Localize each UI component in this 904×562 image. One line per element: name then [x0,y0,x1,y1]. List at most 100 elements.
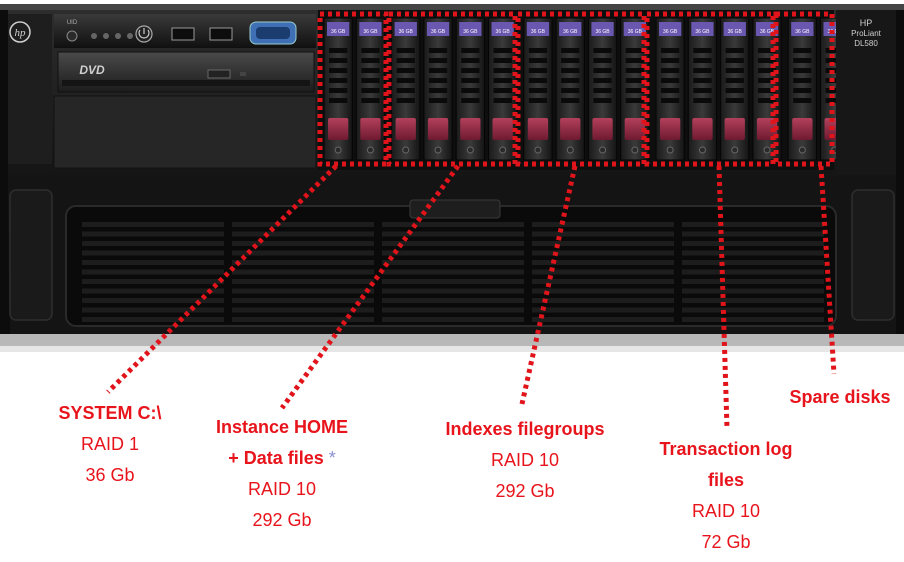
vent-slot [682,307,824,313]
drive-bay[interactable]: 36 GB [455,17,486,161]
vent-slot [382,307,524,313]
dvd-eject-button[interactable] [207,69,231,79]
vent-slot [82,269,224,275]
drive-bay[interactable]: 36 GB [523,17,553,161]
vent-slot [682,250,824,256]
drive-release-handle[interactable] [427,118,449,140]
drive-vent-slot [461,98,480,103]
drive-bay[interactable]: 36 GB [355,17,386,161]
drive-vent-slot [825,48,844,53]
drive-capacity-text: 36 GB [795,29,810,35]
usb-port-2-icon[interactable] [209,27,233,41]
drive-bay[interactable]: 36 GB [687,17,718,161]
vent-slot [682,298,824,303]
drive-vent-slot [528,48,548,53]
drive-bay[interactable]: 36 GB [423,17,453,161]
drive-release-handle[interactable] [692,118,713,140]
dvd-led [240,72,246,76]
label-indexes-raid: RAID 10 [490,450,560,470]
right-handle[interactable] [851,189,895,321]
left-handle[interactable] [9,189,53,321]
usb-port-1-icon[interactable] [171,27,195,41]
label-translog-title-1: Transaction log [659,439,793,459]
vent-slot [232,222,374,227]
drive-vent-slot [396,48,415,53]
bezel-latch[interactable] [409,199,501,219]
drive-release-handle[interactable] [560,118,581,140]
drive-release-handle[interactable] [592,118,613,140]
drive-capacity-text: 36 GB [331,29,346,35]
drive-bay[interactable]: 36 GB [655,17,685,161]
drive-vent-slot [361,98,380,103]
vent-slot [682,222,824,227]
label-system-raid: RAID 1 [80,434,140,454]
drive-capacity-label [623,22,646,36]
drive-release-handle[interactable] [724,118,745,140]
drive-bay[interactable]: 36 GB [587,17,618,161]
power-symbol [138,28,150,39]
vent-slot [682,269,824,275]
drive-vent-slot [329,98,348,103]
drive-release-handle[interactable] [792,118,813,140]
drive-vent-slot [725,68,744,73]
drive-vent-slot [329,58,348,63]
drive-capacity-label [723,22,746,36]
label-home-data: Instance HOME + Data files * RAID 10 292… [192,412,372,536]
drive-release-handle[interactable] [460,118,481,140]
drive-vent-slot [461,58,480,63]
drive-vent-slot [361,78,380,83]
drive-status-led [466,146,474,154]
drive-vent-slot [561,88,580,93]
drive-release-handle[interactable] [624,118,645,140]
drive-vent-slot [661,88,680,93]
drive-bay[interactable]: 36 GB [323,17,353,161]
label-translog-title-2: files [707,470,745,490]
drive-capacity-text: 36 GB [663,29,678,35]
drive-vent-slot [561,68,580,73]
vent-slot [82,231,224,237]
drive-status-led [534,146,542,154]
drive-bay[interactable]: 36 GB [391,17,421,161]
drive-capacity-text: 36 GB [399,29,414,35]
vent-slot [82,288,224,294]
drive-vent-slot [329,78,348,83]
vent-slot [532,269,674,275]
vent-slot [232,269,374,275]
vent-slot [532,222,674,227]
vent-slots [82,222,824,322]
drive-vent-slot [396,98,415,103]
label-system-title: SYSTEM C:\ [58,403,162,423]
drive-vent-slot [493,78,512,83]
vent-slot [232,250,374,256]
drive-bay[interactable]: 36 GB [555,17,585,161]
drive-status-led [566,146,574,154]
model-number: DL580 [854,39,878,48]
drive-status-led [798,146,806,154]
drive-release-handle[interactable] [527,118,549,140]
vent-slot [232,279,374,284]
drive-vent-slot [461,78,480,83]
drive-release-handle[interactable] [360,118,381,140]
drive-status-led [731,146,739,154]
drive-release-handle[interactable] [395,118,416,140]
status-led-3 [115,33,121,39]
uid-button[interactable] [66,30,78,42]
drive-release-handle[interactable] [328,118,349,140]
drive-capacity-label [359,22,382,36]
drive-release-handle[interactable] [492,118,513,140]
left-rack-ear [0,10,8,340]
label-translog-raid: RAID 10 [691,501,761,521]
drive-vent-slot [725,98,744,103]
drive-vent-slot [593,78,612,83]
drive-status-led [666,146,674,154]
drive-vent-slot [329,88,348,93]
drive-vent-slot [428,68,448,73]
drive-vent-slot [793,98,812,103]
drive-bay[interactable]: 36 GB [787,17,818,161]
drive-release-handle[interactable] [660,118,681,140]
drive-bay[interactable]: 36 GB [488,17,518,161]
drive-vent-slot [693,68,712,73]
label-home-title-2: + Data files * [192,443,372,474]
label-home-raid: RAID 10 [247,479,317,499]
drive-bay[interactable]: 36 GB [720,17,750,161]
